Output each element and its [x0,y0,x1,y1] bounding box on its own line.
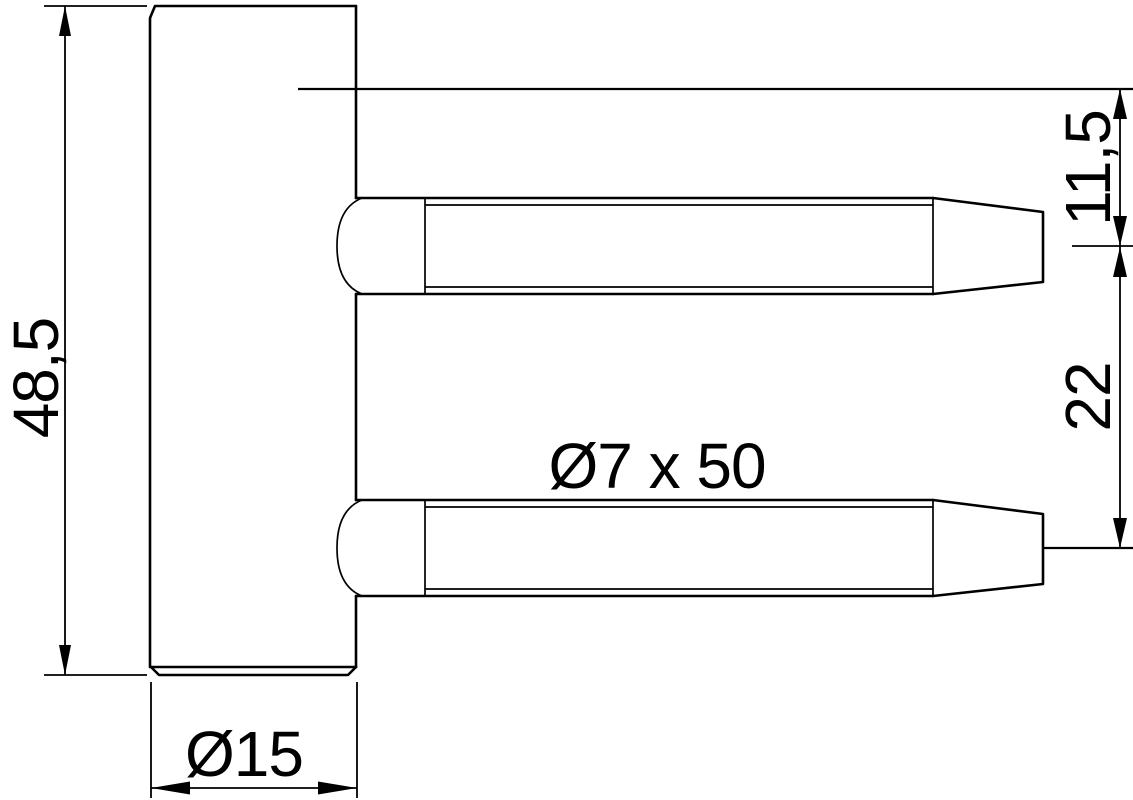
label-pin-size: Ø7 x 50 [548,430,765,502]
label-pin-spacing: 22 [1052,362,1124,431]
dim-offset-arrow-bottom [1113,216,1127,246]
dim-spacing-arrow-bottom [1113,518,1127,548]
pin-top-dome-arc [336,197,363,295]
dim-right-group: 11,5 22 [298,87,1133,550]
dim-diameter-arrow-right [318,781,357,795]
pin-top-cone-outline [931,196,1045,296]
pin-bottom [336,498,1045,598]
pin-top [336,196,1045,296]
dim-diameter-arrow-left [151,781,190,795]
dim-height-arrow-bottom [59,645,71,675]
pin-bottom-dome-arc [336,499,363,597]
dim-height-arrow-top [59,6,71,36]
hinge-body-bottom-bevel [149,665,358,677]
dim-offset-arrow-top [1113,89,1127,119]
hinge-body [148,4,358,677]
hinge-body-outline [148,4,358,669]
label-pin-offset: 11,5 [1052,110,1124,226]
label-body-diameter: Ø15 [185,718,303,790]
label-overall-height: 48,5 [0,318,72,439]
pin-bottom-cone-outline [931,498,1045,598]
dim-spacing-arrow-top [1113,247,1127,277]
dim-body-diameter: Ø15 [150,682,358,798]
dim-overall-height: 48,5 [0,5,147,676]
